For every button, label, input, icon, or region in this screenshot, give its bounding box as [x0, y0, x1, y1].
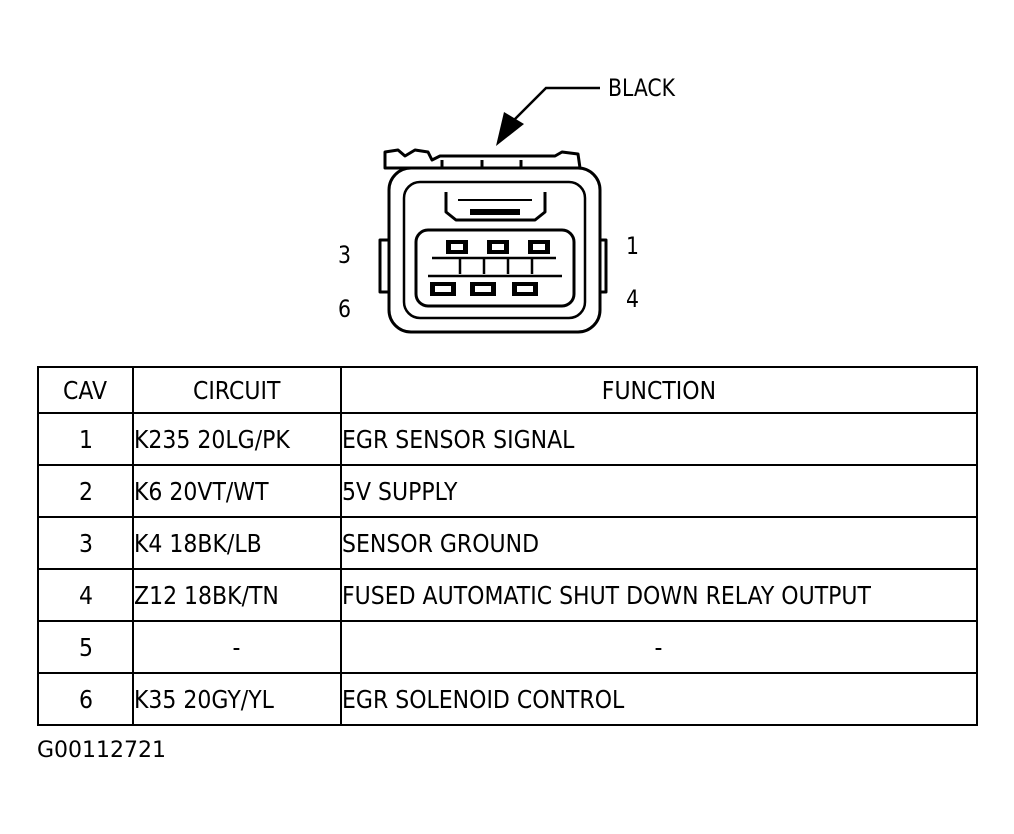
cell-cav: 6	[37, 672, 134, 726]
cell-function: EGR SOLENOID CONTROL	[340, 672, 978, 726]
connector-cavity-block	[414, 228, 576, 308]
pin-label-3: 3	[338, 241, 351, 269]
connector-left-ear	[378, 238, 389, 294]
cell-circuit: -	[132, 620, 342, 674]
cell-cav: 3	[37, 516, 134, 570]
connector-color-label: BLACK	[608, 74, 676, 102]
connector-housing-outer	[387, 166, 602, 334]
header-cav: CAV	[37, 366, 134, 414]
header-circuit: CIRCUIT	[132, 366, 342, 414]
cell-circuit: K235 20LG/PK	[132, 412, 342, 466]
cell-function: EGR SENSOR SIGNAL	[340, 412, 978, 466]
table-row: 6 K35 20GY/YL EGR SOLENOID CONTROL	[37, 672, 978, 726]
pin-label-4: 4	[626, 285, 639, 313]
color-pointer-arrow	[496, 86, 600, 146]
cell-circuit: K35 20GY/YL	[132, 672, 342, 726]
table-row: 1 K235 20LG/PK EGR SENSOR SIGNAL	[37, 412, 978, 466]
cell-circuit: K6 20VT/WT	[132, 464, 342, 518]
connector-housing-inner	[402, 180, 587, 320]
connector-diagram	[378, 86, 608, 334]
table-header-row: CAV CIRCUIT FUNCTION	[37, 366, 978, 414]
table-row: 3 K4 18BK/LB SENSOR GROUND	[37, 516, 978, 570]
header-function: FUNCTION	[340, 366, 978, 414]
cell-circuit: Z12 18BK/TN	[132, 568, 342, 622]
cell-cav: 5	[37, 620, 134, 674]
connector-right-ear	[600, 238, 608, 294]
cell-function: -	[340, 620, 978, 674]
cell-cav: 1	[37, 412, 134, 466]
pinout-table: CAV CIRCUIT FUNCTION 1 K235 20LG/PK EGR …	[37, 366, 978, 726]
cell-function: FUSED AUTOMATIC SHUT DOWN RELAY OUTPUT	[340, 568, 978, 622]
table-row: 5 - -	[37, 620, 978, 674]
pin-label-6: 6	[338, 295, 351, 323]
cell-function: SENSOR GROUND	[340, 516, 978, 570]
table-row: 4 Z12 18BK/TN FUSED AUTOMATIC SHUT DOWN …	[37, 568, 978, 622]
cell-function: 5V SUPPLY	[340, 464, 978, 518]
pin-label-1: 1	[626, 232, 639, 260]
table-row: 2 K6 20VT/WT 5V SUPPLY	[37, 464, 978, 518]
cell-cav: 4	[37, 568, 134, 622]
connector-key-shelf	[444, 192, 547, 222]
figure-id: G00112721	[37, 738, 167, 763]
cell-circuit: K4 18BK/LB	[132, 516, 342, 570]
connector-top-latch	[383, 148, 582, 170]
cell-cav: 2	[37, 464, 134, 518]
